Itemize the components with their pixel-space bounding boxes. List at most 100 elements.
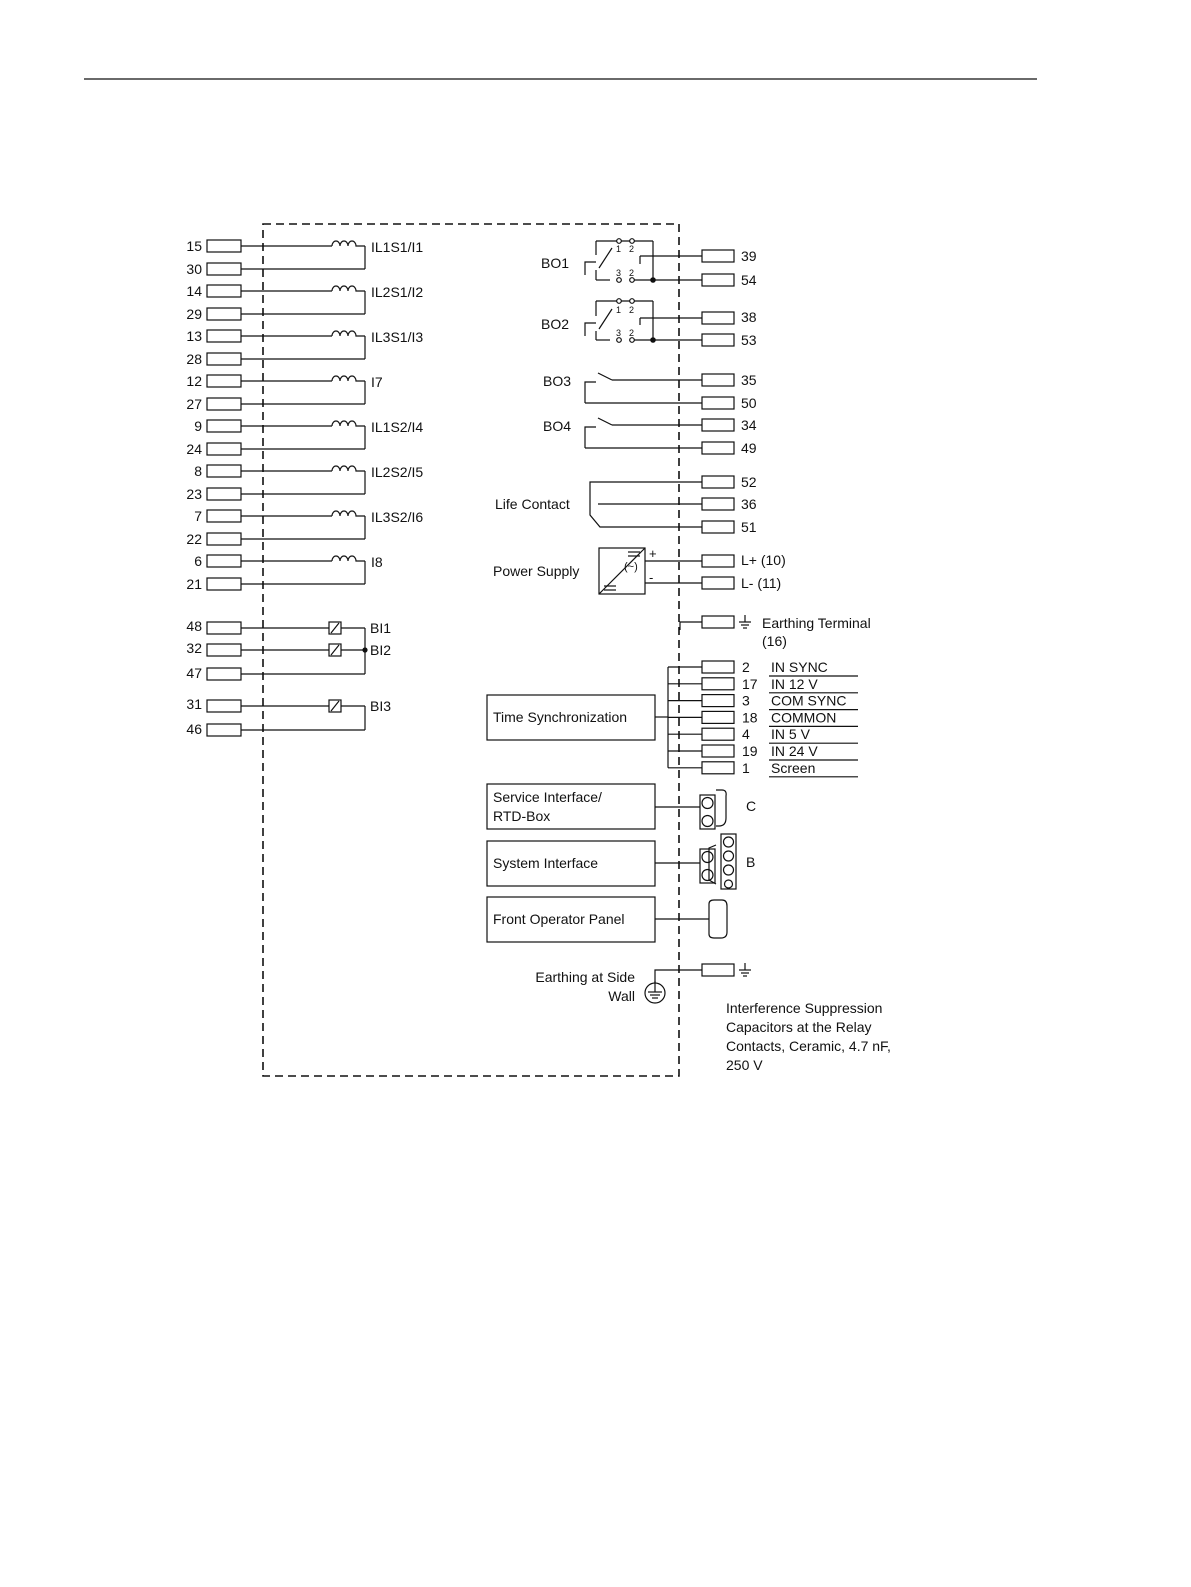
terminal-number: 13 [186, 328, 202, 344]
terminal-lplus: L+ (10) [741, 552, 786, 568]
terminal-box-47 [206, 667, 242, 681]
ct-coil-icon [331, 420, 365, 427]
time-sync-signal-name: IN 5 V [771, 726, 811, 742]
ct-coil-icon [331, 510, 365, 517]
system-port-label: B [746, 854, 755, 870]
terminal-box [701, 744, 735, 758]
terminal-box [206, 307, 242, 321]
terminal-47: 47 [186, 665, 202, 681]
ct-input-label: IL2S1/I2 [371, 284, 423, 300]
terminal-35: 35 [741, 372, 757, 388]
bi2-label: BI2 [370, 642, 391, 658]
terminal-number: 21 [186, 576, 202, 592]
terminal-box-52 [701, 475, 735, 489]
terminal-number: 23 [186, 486, 202, 502]
svg-text:2: 2 [629, 328, 634, 338]
terminal-box-53 [701, 333, 735, 347]
terminal-box-34 [701, 418, 735, 432]
ct-input: 8 23 IL2S2/I5 [186, 463, 423, 502]
terminal-box [701, 660, 735, 674]
terminal-box-36 [701, 497, 735, 511]
front-panel-label: Front Operator Panel [493, 911, 625, 927]
ct-input-label: I7 [371, 374, 383, 390]
terminal-box [206, 442, 242, 456]
binary-output-bo1: BO1 1 2 3 2 39 54 [541, 238, 757, 288]
terminal-number: 8 [194, 463, 202, 479]
system-interface-label: System Interface [493, 855, 598, 871]
terminal-32: 32 [186, 640, 202, 656]
time-sync-terminal-number: 3 [742, 693, 750, 709]
bo1-label: BO1 [541, 255, 569, 271]
terminal-box [206, 329, 242, 343]
terminal-box-51 [701, 520, 735, 534]
terminal-box [701, 761, 735, 775]
terminal-box [206, 532, 242, 546]
svg-text:(~): (~) [624, 561, 638, 573]
terminal-box [206, 487, 242, 501]
terminal-lminus: L- (11) [741, 575, 781, 591]
interfaces: Service Interface/ RTD-Box C System Inte… [486, 783, 756, 943]
terminal-box [206, 419, 242, 433]
service-port-connector [699, 789, 727, 830]
terminal-number: 15 [186, 238, 202, 254]
time-sync-terminal-number: 2 [742, 659, 750, 675]
terminal-box [206, 374, 242, 388]
terminal-number: 6 [194, 553, 202, 569]
earthing-terminal-number: (16) [762, 633, 787, 649]
terminal-box [701, 693, 735, 708]
time-sync-terminal-number: 1 [742, 760, 750, 776]
power-supply: Power Supply (~) + - L+ (10) L- (11) [493, 546, 786, 595]
terminal-number: 27 [186, 396, 202, 412]
time-sync-signal-name: IN SYNC [771, 659, 828, 675]
earthing-terminal-label: Earthing Terminal [762, 615, 871, 631]
terminal-box-49 [701, 441, 735, 455]
terminal-number: 7 [194, 508, 202, 524]
note-line-3: Contacts, Ceramic, 4.7 nF, [726, 1038, 891, 1054]
ct-coil-icon [331, 465, 365, 472]
terminal-number: 14 [186, 283, 202, 299]
ct-input-label: IL2S2/I5 [371, 464, 423, 480]
terminal-number: 22 [186, 531, 202, 547]
terminal-box-50 [701, 396, 735, 410]
terminal-box [206, 464, 242, 478]
time-sync-terminal-number: 19 [742, 743, 758, 759]
time-sync-signal-name: Screen [771, 760, 815, 776]
terminal-box-48 [206, 621, 242, 635]
svg-text:1: 1 [616, 305, 621, 315]
terminal-box-lplus [701, 554, 735, 568]
terminal-36: 36 [741, 496, 757, 512]
terminal-box-32 [206, 643, 242, 657]
ct-coil-icon [331, 330, 365, 337]
binary-output-bo2: BO2 1 2 3 2 38 53 [541, 298, 757, 348]
bo3-label: BO3 [543, 373, 571, 389]
interference-note: Interference Suppression Capacitors at t… [726, 1000, 891, 1073]
bi3-label: BI3 [370, 698, 391, 714]
terminal-box [701, 677, 735, 691]
ct-input-label: IL1S2/I4 [371, 419, 423, 435]
terminal-box [206, 397, 242, 411]
bo2-label: BO2 [541, 316, 569, 332]
terminal-box-54 [701, 273, 735, 287]
binary-inputs: 48 BI1 32 BI2 47 31 BI3 46 [186, 618, 391, 737]
time-sync-row: 4 IN 5 V [668, 726, 858, 744]
terminal-38: 38 [741, 309, 757, 325]
terminal-box [701, 710, 735, 725]
svg-text:2: 2 [629, 268, 634, 278]
terminal-box-35 [701, 373, 735, 387]
svg-text:+: + [649, 546, 657, 561]
power-supply-label: Power Supply [493, 563, 579, 579]
terminal-31: 31 [186, 696, 202, 712]
terminal-box-lminus [701, 576, 735, 590]
ct-input-label: IL3S2/I6 [371, 509, 423, 525]
time-sync-row: 1 Screen [668, 760, 858, 778]
terminal-53: 53 [741, 332, 757, 348]
ct-coil-icon [331, 375, 365, 382]
bi1-label: BI1 [370, 620, 391, 636]
svg-text:-: - [649, 570, 653, 585]
time-sync-terminal-number: 4 [742, 726, 750, 742]
